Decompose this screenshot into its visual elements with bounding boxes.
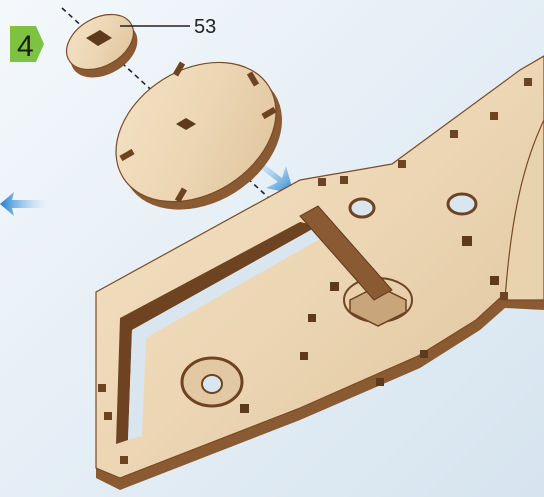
step-badge: 4 [10, 26, 44, 63]
direction-arrow-left [0, 192, 48, 216]
part-number-label: 53 [194, 16, 216, 38]
step-number: 4 [17, 30, 34, 63]
